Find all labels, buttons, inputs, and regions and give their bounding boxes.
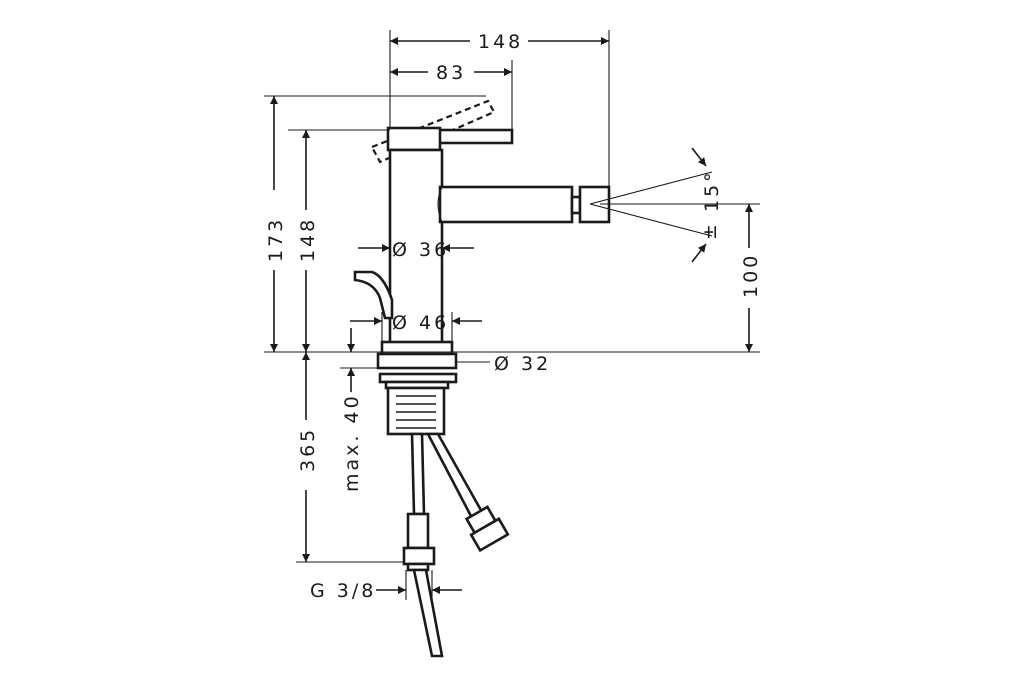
hose-straight xyxy=(410,432,426,516)
spout xyxy=(438,185,574,224)
label-height-body: 148 xyxy=(297,217,319,262)
faucet-outline xyxy=(353,99,611,658)
label-width-lever: 83 xyxy=(436,62,466,84)
cap xyxy=(386,126,442,152)
label-spout-height: 100 xyxy=(740,253,762,298)
label-dia-body: Ø 36 xyxy=(392,239,449,261)
hose-fitting-straight xyxy=(406,512,430,550)
label-connection: G 3/8 xyxy=(310,580,376,602)
hose-tail xyxy=(412,568,444,658)
label-max-thickness: max. 40 xyxy=(341,393,363,492)
dimension-lines xyxy=(264,30,760,600)
hose-fitting-angled xyxy=(464,505,510,553)
hose-angled xyxy=(425,432,484,520)
label-hose-length: 365 xyxy=(297,427,319,472)
popup-rod xyxy=(353,270,394,320)
shank-threads xyxy=(396,395,436,429)
hose-nut-straight xyxy=(402,546,436,566)
label-width-total: 148 xyxy=(478,31,523,53)
dimension-labels: 148 83 173 148 100 15° ± Ø 36 Ø 46 Ø 32 … xyxy=(265,31,762,602)
main-body xyxy=(388,148,444,346)
threaded-shank xyxy=(386,386,446,436)
label-angle-pm: ± xyxy=(699,221,721,240)
base-flange xyxy=(376,352,458,370)
lever-alternate-position xyxy=(370,99,496,164)
label-dia-shank: Ø 32 xyxy=(494,353,551,375)
label-height-total: 173 xyxy=(265,217,287,262)
label-dia-base: Ø 46 xyxy=(392,312,449,334)
label-angle: 15° xyxy=(701,169,723,212)
